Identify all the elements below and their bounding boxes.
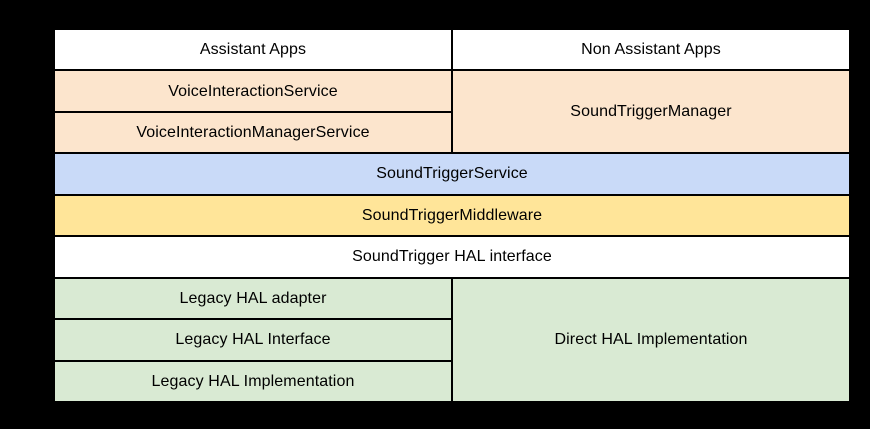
layer-sound-trigger-hal-interface: SoundTrigger HAL interface — [55, 237, 849, 277]
layer-legacy-hal-adapter: Legacy HAL adapter — [55, 278, 451, 319]
soundtrigger-stack-diagram: Assistant Apps Non Assistant Apps VoiceI… — [53, 28, 851, 403]
layer-sound-trigger-manager: SoundTriggerManager — [453, 71, 849, 153]
layer-sound-trigger-middleware: SoundTriggerMiddleware — [55, 195, 849, 236]
layer-legacy-hal-implementation: Legacy HAL Implementation — [55, 361, 451, 401]
layer-direct-hal-implementation: Direct HAL Implementation — [453, 278, 849, 401]
layer-assistant-apps: Assistant Apps — [55, 30, 451, 70]
layer-non-assistant-apps: Non Assistant Apps — [453, 30, 849, 70]
layer-legacy-hal-interface: Legacy HAL Interface — [55, 320, 451, 360]
layer-voice-interaction-service: VoiceInteractionService — [55, 71, 451, 111]
layer-voice-interaction-manager-service: VoiceInteractionManagerService — [55, 112, 451, 153]
layer-sound-trigger-service: SoundTriggerService — [55, 154, 849, 194]
